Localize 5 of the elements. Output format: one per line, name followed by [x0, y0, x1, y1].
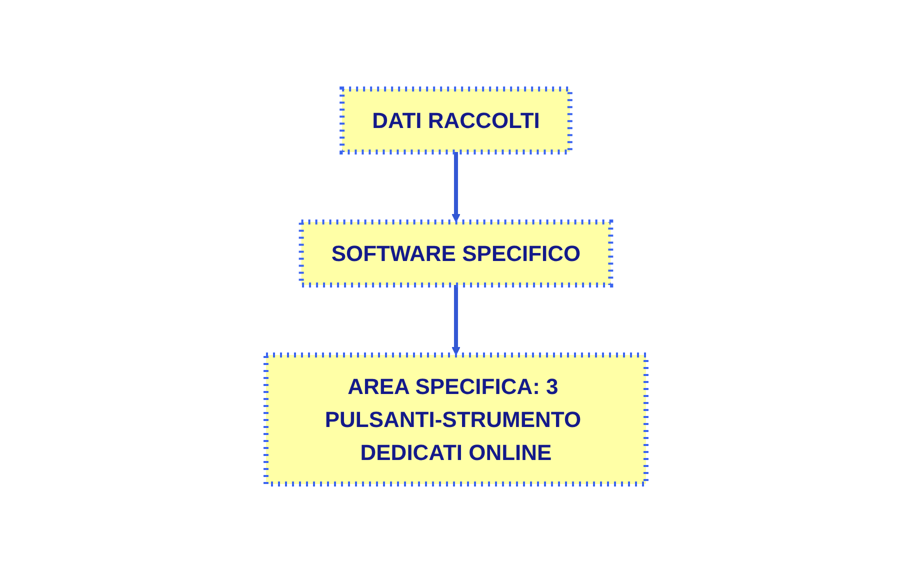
node-box: SOFTWARE SPECIFICO	[298, 219, 613, 287]
node-box: AREA SPECIFICA: 3 PULSANTI-STRUMENTO DEDICATI ONLINE	[263, 352, 648, 486]
node-box: DATI RACCOLTI	[339, 86, 572, 154]
arrow	[451, 152, 460, 222]
arrow	[451, 284, 460, 355]
